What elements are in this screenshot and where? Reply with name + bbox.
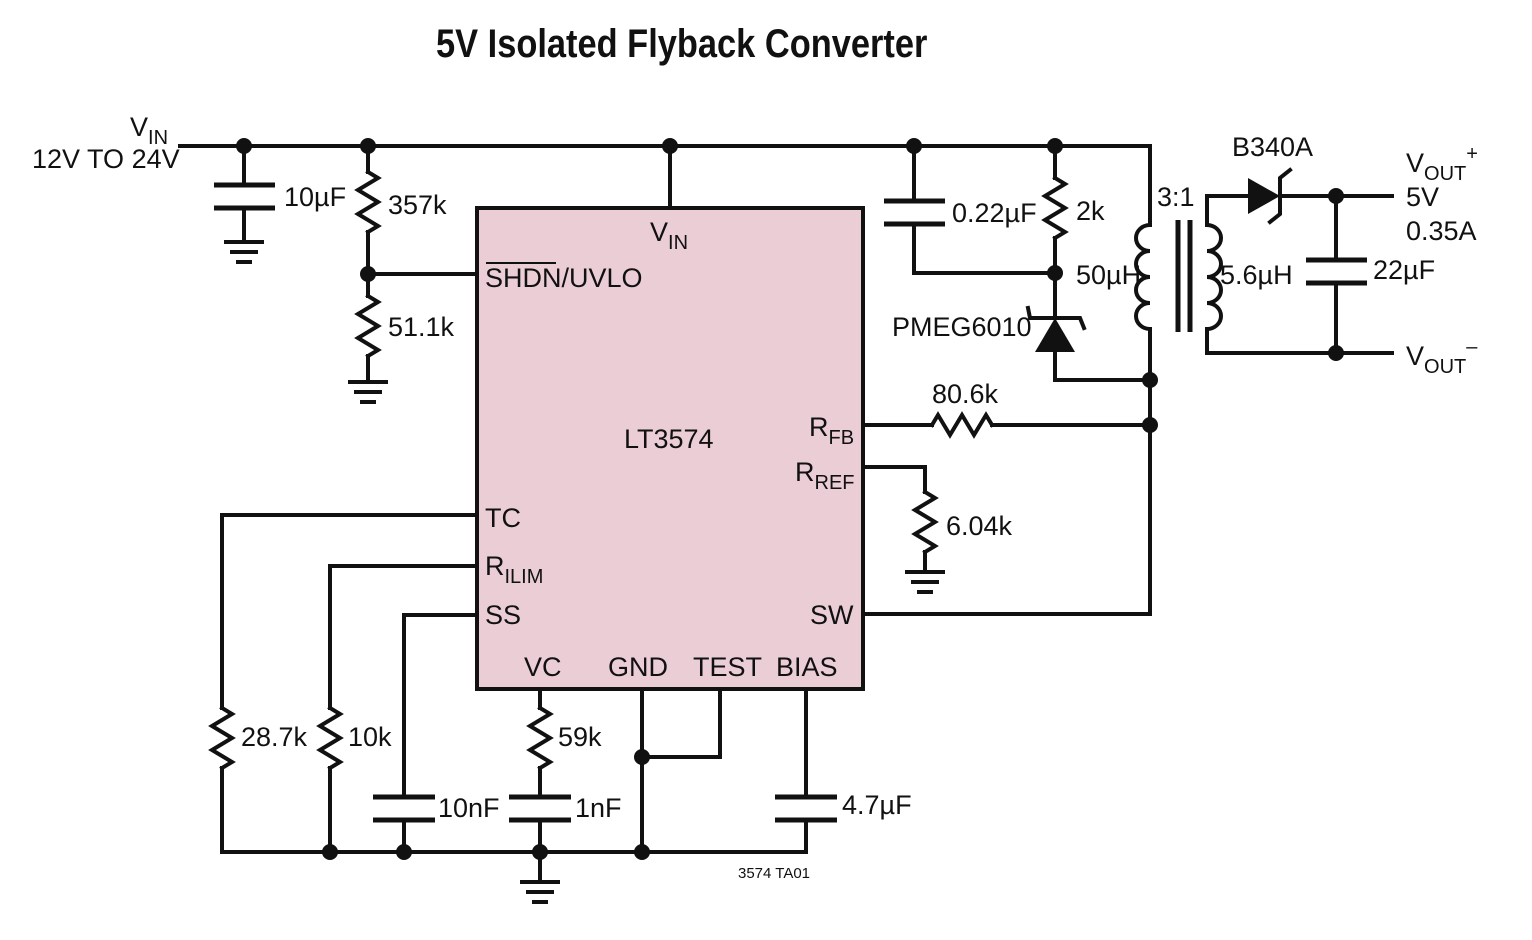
junction-dots xyxy=(236,138,1344,860)
secondary-inductance-label: 5.6µH xyxy=(1220,260,1293,290)
gnd-test-tie xyxy=(640,687,722,854)
feedback-resistor xyxy=(861,411,1152,439)
pin-vin-label: VIN xyxy=(650,217,688,254)
vin-range: 12V TO 24V xyxy=(32,144,180,174)
uvlo-bottom-resistor xyxy=(348,293,388,404)
lt3574-ic xyxy=(475,206,865,691)
pin-test-label: TEST xyxy=(693,652,762,682)
vc-capacitor-label: 1nF xyxy=(575,793,622,823)
pin-tc-label: TC xyxy=(485,503,521,533)
pin-bias-label: BIAS xyxy=(776,652,838,682)
output-capacitor xyxy=(1306,194,1367,355)
bias-capacitor-label: 4.7µF xyxy=(842,790,912,820)
turns-ratio-label: 3:1 xyxy=(1157,182,1195,212)
vout-neg-label: VOUT– xyxy=(1406,336,1478,378)
pin-shdn-uvlo-label: SHDN/UVLO xyxy=(485,263,643,293)
vout-current: 0.35A xyxy=(1406,216,1477,246)
pin-rfb-label: RFB xyxy=(809,412,854,449)
primary-inductance-label: 50µH xyxy=(1076,260,1141,290)
snubber-capacitor-label: 0.22µF xyxy=(952,198,1037,228)
pin-sw-label: SW xyxy=(810,600,854,630)
vc-compensation xyxy=(509,687,571,904)
snubber-resistor-label: 2k xyxy=(1076,196,1105,226)
pin-rilim-label: RILIM xyxy=(485,551,543,588)
output-diode-label: B340A xyxy=(1232,132,1313,162)
pin-rref-label: RREF xyxy=(795,457,855,494)
snubber-capacitor xyxy=(884,144,1057,275)
input-capacitor-label: 10µF xyxy=(284,182,346,212)
vin-label: VIN xyxy=(130,112,168,149)
softstart-capacitor-label: 10nF xyxy=(438,793,500,823)
uvlo-top-resistor-label: 357k xyxy=(388,190,447,220)
vout-voltage: 5V xyxy=(1406,182,1439,212)
input-capacitor xyxy=(214,144,275,264)
clamp-diode xyxy=(1025,290,1152,382)
vc-resistor-label: 59k xyxy=(558,722,602,752)
tc-resistor xyxy=(208,513,479,854)
clamp-diode-label: PMEG6010 xyxy=(892,312,1032,342)
pin-vc-label: VC xyxy=(524,652,562,682)
vout-pos-label: VOUT+ xyxy=(1406,143,1478,185)
diagram-title: 5V Isolated Flyback Converter xyxy=(436,22,928,66)
feedback-resistor-label: 80.6k xyxy=(932,379,999,409)
transformer-secondary xyxy=(1204,194,1223,355)
ilim-resistor-label: 10k xyxy=(348,722,392,752)
bias-capacitor xyxy=(775,687,837,854)
chip-name: LT3574 xyxy=(624,424,714,454)
reference-resistor xyxy=(861,465,945,594)
tc-resistor-label: 28.7k xyxy=(241,722,308,752)
figure-id: 3574 TA01 xyxy=(738,865,810,882)
ilim-resistor xyxy=(316,564,479,854)
pin-gnd-label: GND xyxy=(608,652,668,682)
uvlo-bottom-resistor-label: 51.1k xyxy=(388,312,455,342)
output-capacitor-label: 22µF xyxy=(1373,255,1435,285)
pin-ss-label: SS xyxy=(485,600,521,630)
reference-resistor-label: 6.04k xyxy=(946,511,1013,541)
output-diode xyxy=(1205,167,1394,225)
